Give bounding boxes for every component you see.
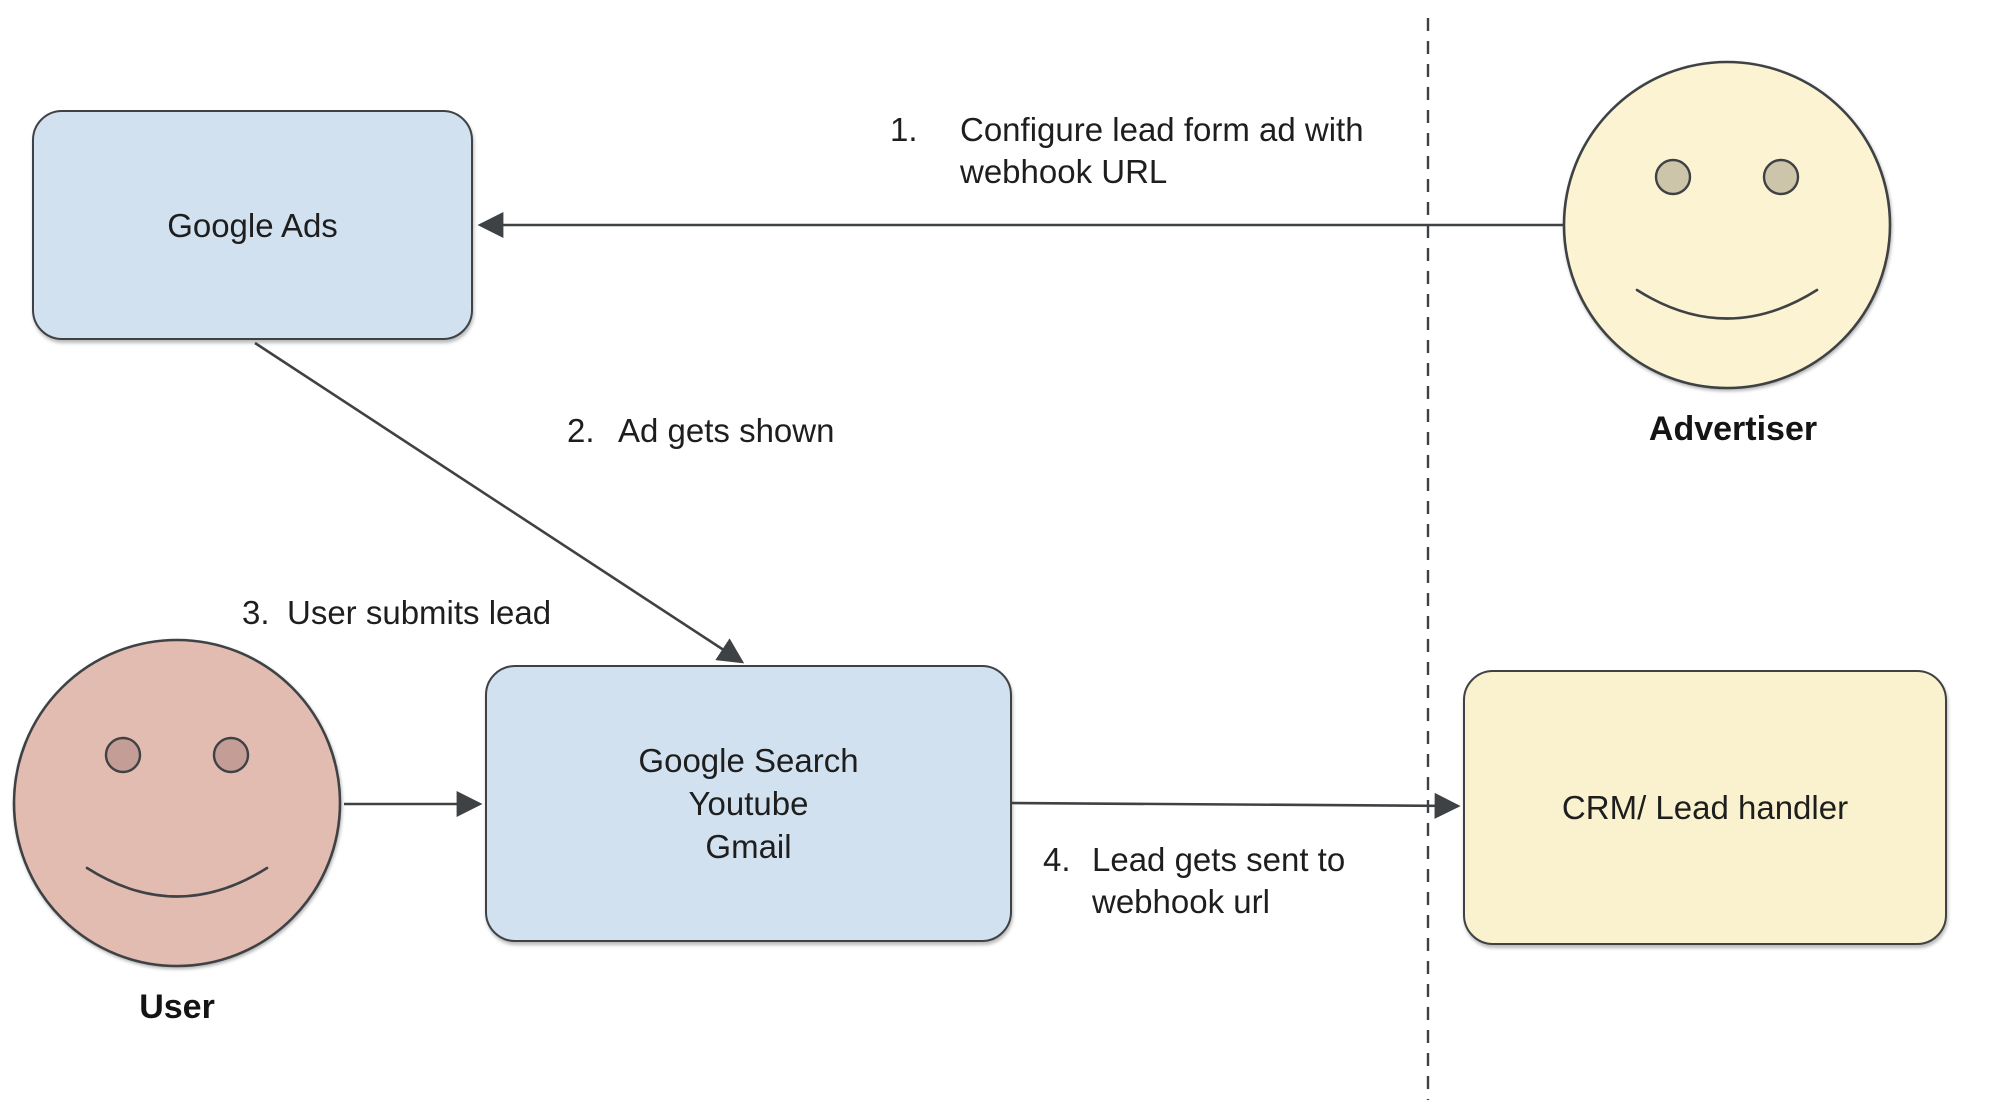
advertiser-label: Advertiser (1648, 410, 1818, 448)
user-head-icon (12, 638, 342, 968)
user-right-eye-icon (212, 736, 250, 774)
step-3-text: User submits lead (287, 592, 551, 634)
step-1-line-1: Configure lead form ad with (960, 111, 1364, 148)
step-4-line-1: Lead gets sent to (1092, 841, 1346, 878)
step-2-number: 2. (567, 412, 595, 449)
node-surfaces-line-youtube: Youtube (688, 785, 809, 822)
node-google-surfaces: Google Search Youtube Gmail (485, 665, 1012, 942)
step-2-line-1: Ad gets shown (618, 412, 835, 449)
node-crm-lead-handler: CRM/ Lead handler (1463, 670, 1947, 945)
step-3-line-1: User submits lead (287, 594, 552, 631)
step-1-number: 1. (890, 111, 918, 148)
step-1-text: Configure lead form ad with webhook URL (960, 109, 1364, 193)
arrow-lead-sent-to-webhook (1011, 792, 1461, 819)
step-1-line-2: webhook URL (960, 153, 1168, 190)
step-3-annotation: 3. User submits lead (242, 592, 551, 634)
step-4-line-2: webhook url (1092, 883, 1270, 920)
node-surfaces-line-google-search: Google Search (638, 742, 859, 779)
advertiser-head-icon (1562, 60, 1892, 390)
arrow-ad-gets-shown (254, 341, 745, 664)
step-1-annotation: 1. Configure lead form ad with webhook U… (890, 109, 1364, 193)
advertiser-left-eye-icon (1654, 158, 1692, 196)
step-4-number: 4. (1043, 841, 1071, 878)
node-surfaces-line-gmail: Gmail (705, 828, 792, 865)
step-2-annotation: 2. Ad gets shown (567, 410, 834, 452)
user-face (12, 638, 342, 968)
step-2-text: Ad gets shown (618, 410, 834, 452)
advertiser-smile-icon (1635, 288, 1819, 320)
user-left-eye-icon (104, 736, 142, 774)
step-4-text: Lead gets sent to webhook url (1092, 839, 1345, 923)
step-4-annotation: 4. Lead gets sent to webhook url (1043, 839, 1345, 923)
node-crm-label: CRM/ Lead handler (1561, 789, 1849, 826)
node-google-ads-label: Google Ads (167, 206, 338, 244)
user-smile-icon (85, 866, 269, 898)
advertiser-right-eye-icon (1762, 158, 1800, 196)
node-google-ads: Google Ads (32, 110, 473, 340)
advertiser-face (1562, 60, 1892, 390)
step-3-number: 3. (242, 594, 270, 631)
user-label: User (139, 988, 215, 1026)
